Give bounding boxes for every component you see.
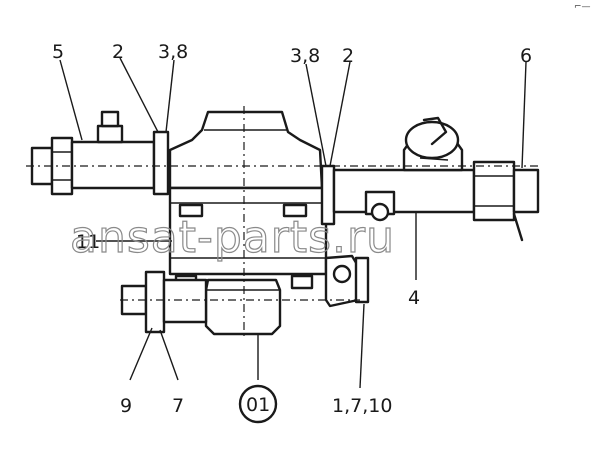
valve-housing (168, 110, 328, 290)
callout-1-7-10: 1,7,10 (332, 395, 392, 417)
bottom-left-bolt (120, 270, 208, 334)
callout-01: 01 (246, 394, 270, 416)
callout-2-left: 2 (112, 41, 124, 63)
right-tube-assembly (320, 116, 540, 242)
watermark: ansat-parts.ru (70, 212, 395, 263)
callout-3-8-right: 3,8 (290, 45, 320, 67)
leader-lines (59, 57, 527, 389)
corner-mark: ⌐— (574, 2, 591, 12)
callout-9: 9 (120, 395, 132, 417)
bottom-right-clamp (324, 254, 370, 308)
callout-6: 6 (520, 45, 532, 67)
lower-cover (204, 278, 282, 336)
callout-5: 5 (52, 41, 64, 63)
left-fitting (30, 110, 170, 196)
callout-7: 7 (172, 395, 184, 417)
callout-01-circle (238, 384, 278, 424)
callout-4: 4 (408, 287, 420, 309)
callout-3-8-left: 3,8 (158, 41, 188, 63)
callout-11: 11 (76, 231, 100, 253)
callout-2-right: 2 (342, 45, 354, 67)
